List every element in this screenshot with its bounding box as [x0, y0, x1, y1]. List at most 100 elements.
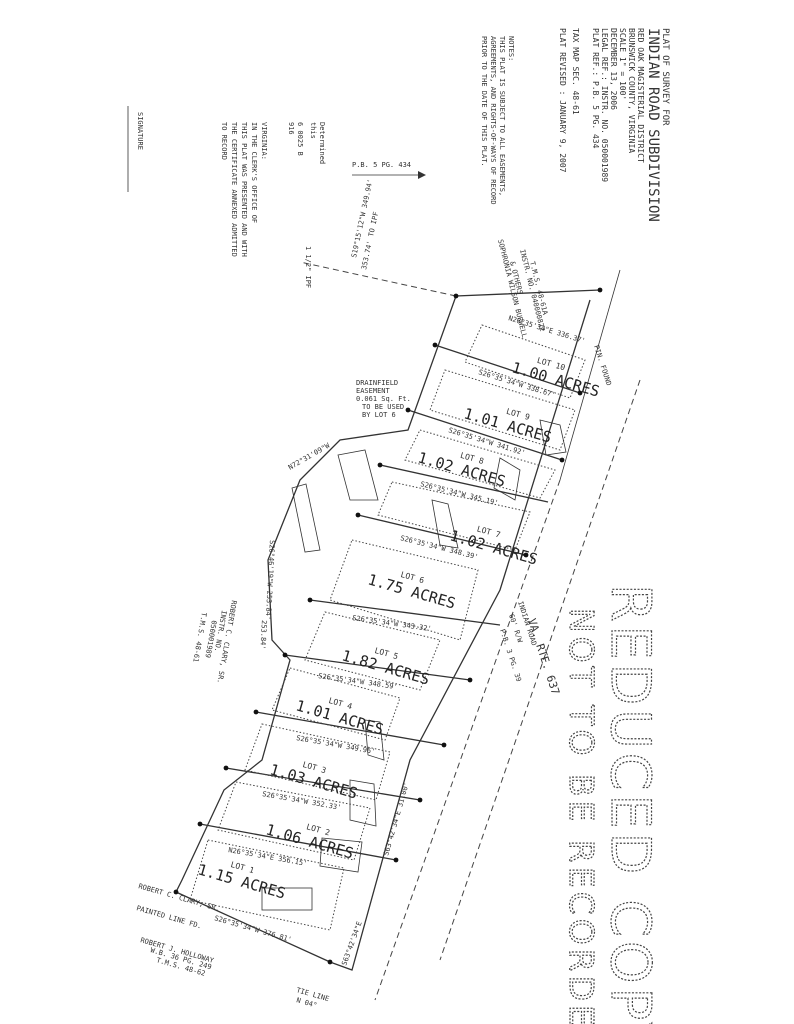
notes-line-4: PRIOR TO THE DATE OF THIS PLAT.: [480, 36, 488, 167]
notes-block: NOTES: THIS PLAT IS SUBJECT TO ALL EASEM…: [480, 36, 515, 205]
monument-dot: [253, 709, 259, 715]
clerk-line-3: THIS PLAT WAS PRESENTED AND WITH: [240, 122, 248, 257]
monument-dot: [405, 407, 411, 413]
lot-line-10-9: [434, 344, 581, 394]
notes-line-1: NOTES:: [507, 36, 515, 61]
monument-dot: [377, 462, 383, 468]
rear-bearing-2: N72°31'09"W: [287, 441, 332, 472]
lot-line-5-4: [284, 654, 471, 681]
bottom-tie: S63°42'34"E: [340, 920, 363, 966]
monument-dot: [417, 797, 423, 803]
clerk-line-1: VIRGINIA:: [260, 122, 268, 160]
setback-lot-7: [377, 481, 531, 551]
title-line-2: INDIAN ROAD SUBDIVISION: [645, 28, 661, 222]
monument-dot: [577, 390, 583, 396]
clerk-line-5: TO RECORD: [220, 122, 228, 160]
plat-book-arrowhead-icon: [418, 171, 426, 179]
stamp-line-1: REDUCED COPY: [599, 584, 662, 1024]
bearing-lot-3: S26°35'34"W 349.96': [296, 734, 376, 756]
title-block: PLAT OF SURVEY FOR INDIAN ROAD SUBDIVISI…: [558, 28, 670, 222]
easement-line-3: 0.061 Sq. Ft.: [356, 395, 411, 403]
owner-clary-main: ROBERT C. CLARY, SR. INSTR. NO. 05000198…: [191, 600, 238, 684]
north-line-extension: [299, 261, 457, 297]
clerk-line-2: IN THE CLERK'S OFFICE OF: [250, 122, 258, 223]
drainfield-lot-1: [261, 887, 313, 911]
easement-line-1: DRAINFIELD: [356, 379, 398, 387]
lot-line-9-8: [407, 409, 563, 461]
monument-dot: [559, 457, 565, 463]
drainfield-lot-4: [364, 719, 385, 761]
plat-book-ref-text: P.B. 5 PG. 434: [352, 161, 411, 169]
bottom-bearing: S26°35'34"W 376.81': [213, 914, 292, 944]
monument-dot: [307, 597, 313, 603]
setback-lot-2: [217, 781, 371, 861]
title-line-1: PLAT OF SURVEY FOR: [660, 28, 670, 126]
easement-line-4: TO BE USED: [362, 403, 404, 411]
lot-line-8-7: [379, 464, 549, 503]
easement-note: DRAINFIELD EASEMENT 0.061 Sq. Ft. TO BE …: [356, 379, 411, 419]
title-line-9: TAX MAP SEC. 48-61: [571, 28, 580, 115]
side-note-line-3: 6 0025 B: [296, 122, 304, 156]
setback-lot-10: [464, 324, 586, 399]
side-note-line-1: Determined: [318, 122, 326, 164]
title-line-10: PLAT REVISED : JANUARY 9, 2007: [558, 28, 567, 173]
lot-line-4-3: [255, 711, 445, 746]
monument-dot: [441, 742, 447, 748]
signature-label: SIGNATURE: [136, 112, 144, 150]
side-note-line-2: this: [309, 122, 317, 139]
monument-dot: [432, 342, 438, 348]
title-line-6: DECEMBER 13, 2006: [609, 28, 618, 110]
clerk-line-4: THE CERTIFICATE ANNEXED ADMITTED: [230, 122, 238, 257]
title-line-3: RED OAK MAGISTERIAL DISTRICT: [636, 28, 645, 163]
monument-dot: [282, 652, 288, 658]
bearing-lot-5: S26°35'34"W 343.32': [352, 614, 432, 633]
easement-line-2: EASEMENT: [356, 387, 391, 395]
parcel-boundary: [175, 289, 601, 971]
setback-lot-5: [304, 611, 441, 691]
plat-book-reference: P.B. 5 PG. 434: [352, 161, 426, 179]
lot-4-label: LOT 4 1.01 ACRES: [294, 696, 386, 739]
monument-dot: [173, 889, 179, 895]
drainfield-easement: [337, 449, 379, 501]
reduced-copy-stamp: REDUCED COPY NOT TO BE RECORDED: [561, 583, 662, 1024]
title-line-4: BRUNSWICK COUNTY, VIRGINIA: [627, 28, 636, 153]
setback-lines: [189, 324, 586, 931]
monument-dot: [393, 857, 399, 863]
lot-line-2-1: [199, 823, 397, 861]
lot-line-6-5: [309, 599, 501, 626]
drainfield-lot-9: [539, 419, 567, 456]
owner-holloway: ROBERT J. HOLLOWAY W.B. 36 PG. 249 T.M.S…: [139, 936, 215, 978]
lot-6-label: LOT 6 1.75 ACRES: [366, 570, 458, 613]
road-edge-line-north: [559, 269, 621, 481]
owner-burwell: SOPHRONIA WILSON BURWELL & OTHERS INSTR.…: [496, 239, 549, 339]
drainfields: [261, 419, 567, 911]
signature-block: SIGNATURE: [127, 106, 144, 192]
notes-line-3: AGREEMENTS, AND RIGHTS-OF-WAYS OF RECORD: [489, 36, 497, 205]
drainfield-lot-2: [319, 837, 363, 873]
monument-dot: [223, 765, 229, 771]
title-line-8: PLAT REF.: P.B. 5 PG. 434: [591, 28, 600, 149]
drainfield-lot-3: [349, 779, 377, 827]
drainfield-rear: [291, 483, 321, 553]
road-centerline: [439, 379, 641, 961]
side-note: Determined this 6 0025 B 916: [287, 122, 326, 164]
easement-line-5: BY LOT 6: [362, 411, 396, 419]
side-note-line-4: 916: [287, 122, 295, 135]
rear-bearing-1: S26°46'19"W 253.84': [264, 540, 276, 620]
monument-dot: [453, 293, 459, 299]
lot-lines: [199, 344, 581, 861]
setback-lot-9: [429, 369, 576, 451]
owner-clary-south: ROBERT C. CLARY, SR. PAINTED LINE FD.: [135, 882, 220, 930]
monument-dot: [355, 512, 361, 518]
clerk-certificate: VIRGINIA: IN THE CLERK'S OFFICE OF THIS …: [220, 122, 268, 257]
setback-lot-4: [271, 667, 401, 741]
monument-dot: [327, 959, 333, 965]
title-line-5: SCALE 1" = 100': [618, 28, 627, 100]
title-line-7: LEGAL REF.: INSTR. NO. 050001989: [600, 28, 609, 182]
lot-line-7-6: [357, 514, 527, 556]
iron-pipe-label: 1 1/2" IPF: [304, 246, 312, 288]
corner-note: S63°42'34"E 31.00': [382, 781, 411, 856]
painted-line-label: PAINTED LINE FD.: [135, 904, 202, 930]
drainfield-lot-7: [431, 499, 459, 549]
